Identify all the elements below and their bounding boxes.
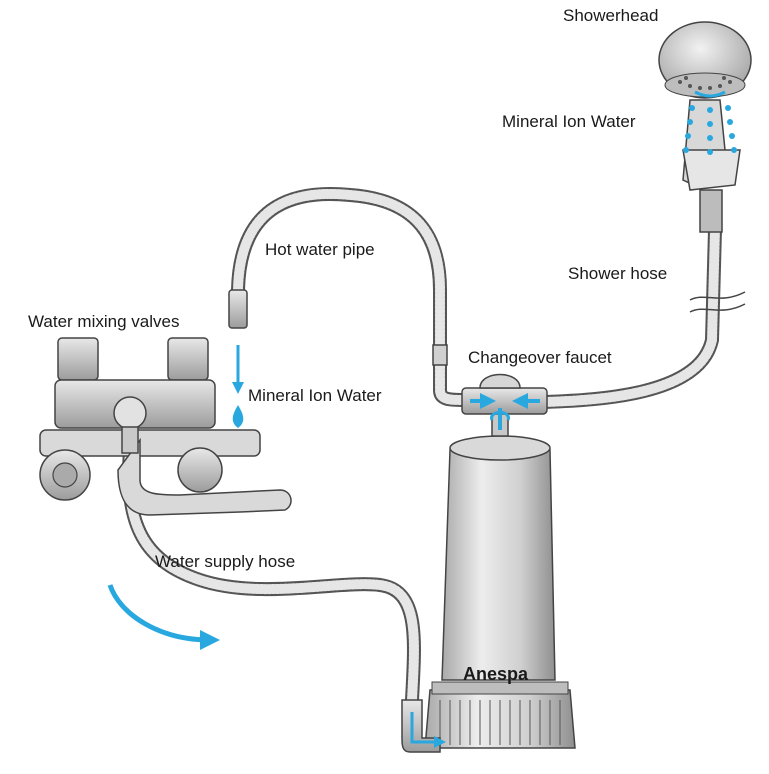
shower-water-flow [683, 90, 737, 155]
shower-hose [538, 223, 746, 409]
showerhead [658, 21, 752, 233]
water-supply-hose [122, 443, 421, 707]
shower-holder [682, 149, 741, 191]
label-mineral-ion-water-top: Mineral Ion Water [502, 112, 636, 131]
hot-water-pipe [228, 186, 472, 407]
label-shower-hose: Shower hose [568, 264, 668, 283]
pipe-nozzle [228, 289, 248, 329]
spout [117, 437, 292, 516]
label-brand-anespa: Anespa [463, 664, 529, 684]
changeover-faucet [461, 373, 548, 437]
label-mineral-ion-water-mid: Mineral Ion Water [248, 386, 382, 405]
label-changeover-faucet: Changeover faucet [468, 348, 612, 367]
supply-flow-arrow [107, 584, 220, 650]
mineral-ion-water-drop [232, 345, 244, 428]
label-water-supply-hose: Water supply hose [155, 552, 296, 571]
label-water-mixing-valves: Water mixing valves [28, 312, 180, 331]
inlet-elbow [401, 699, 446, 753]
water-mixing-valves [39, 337, 292, 516]
label-hot-water-pipe: Hot water pipe [265, 240, 375, 259]
anespa-filter [424, 435, 576, 749]
label-showerhead: Showerhead [563, 6, 659, 25]
